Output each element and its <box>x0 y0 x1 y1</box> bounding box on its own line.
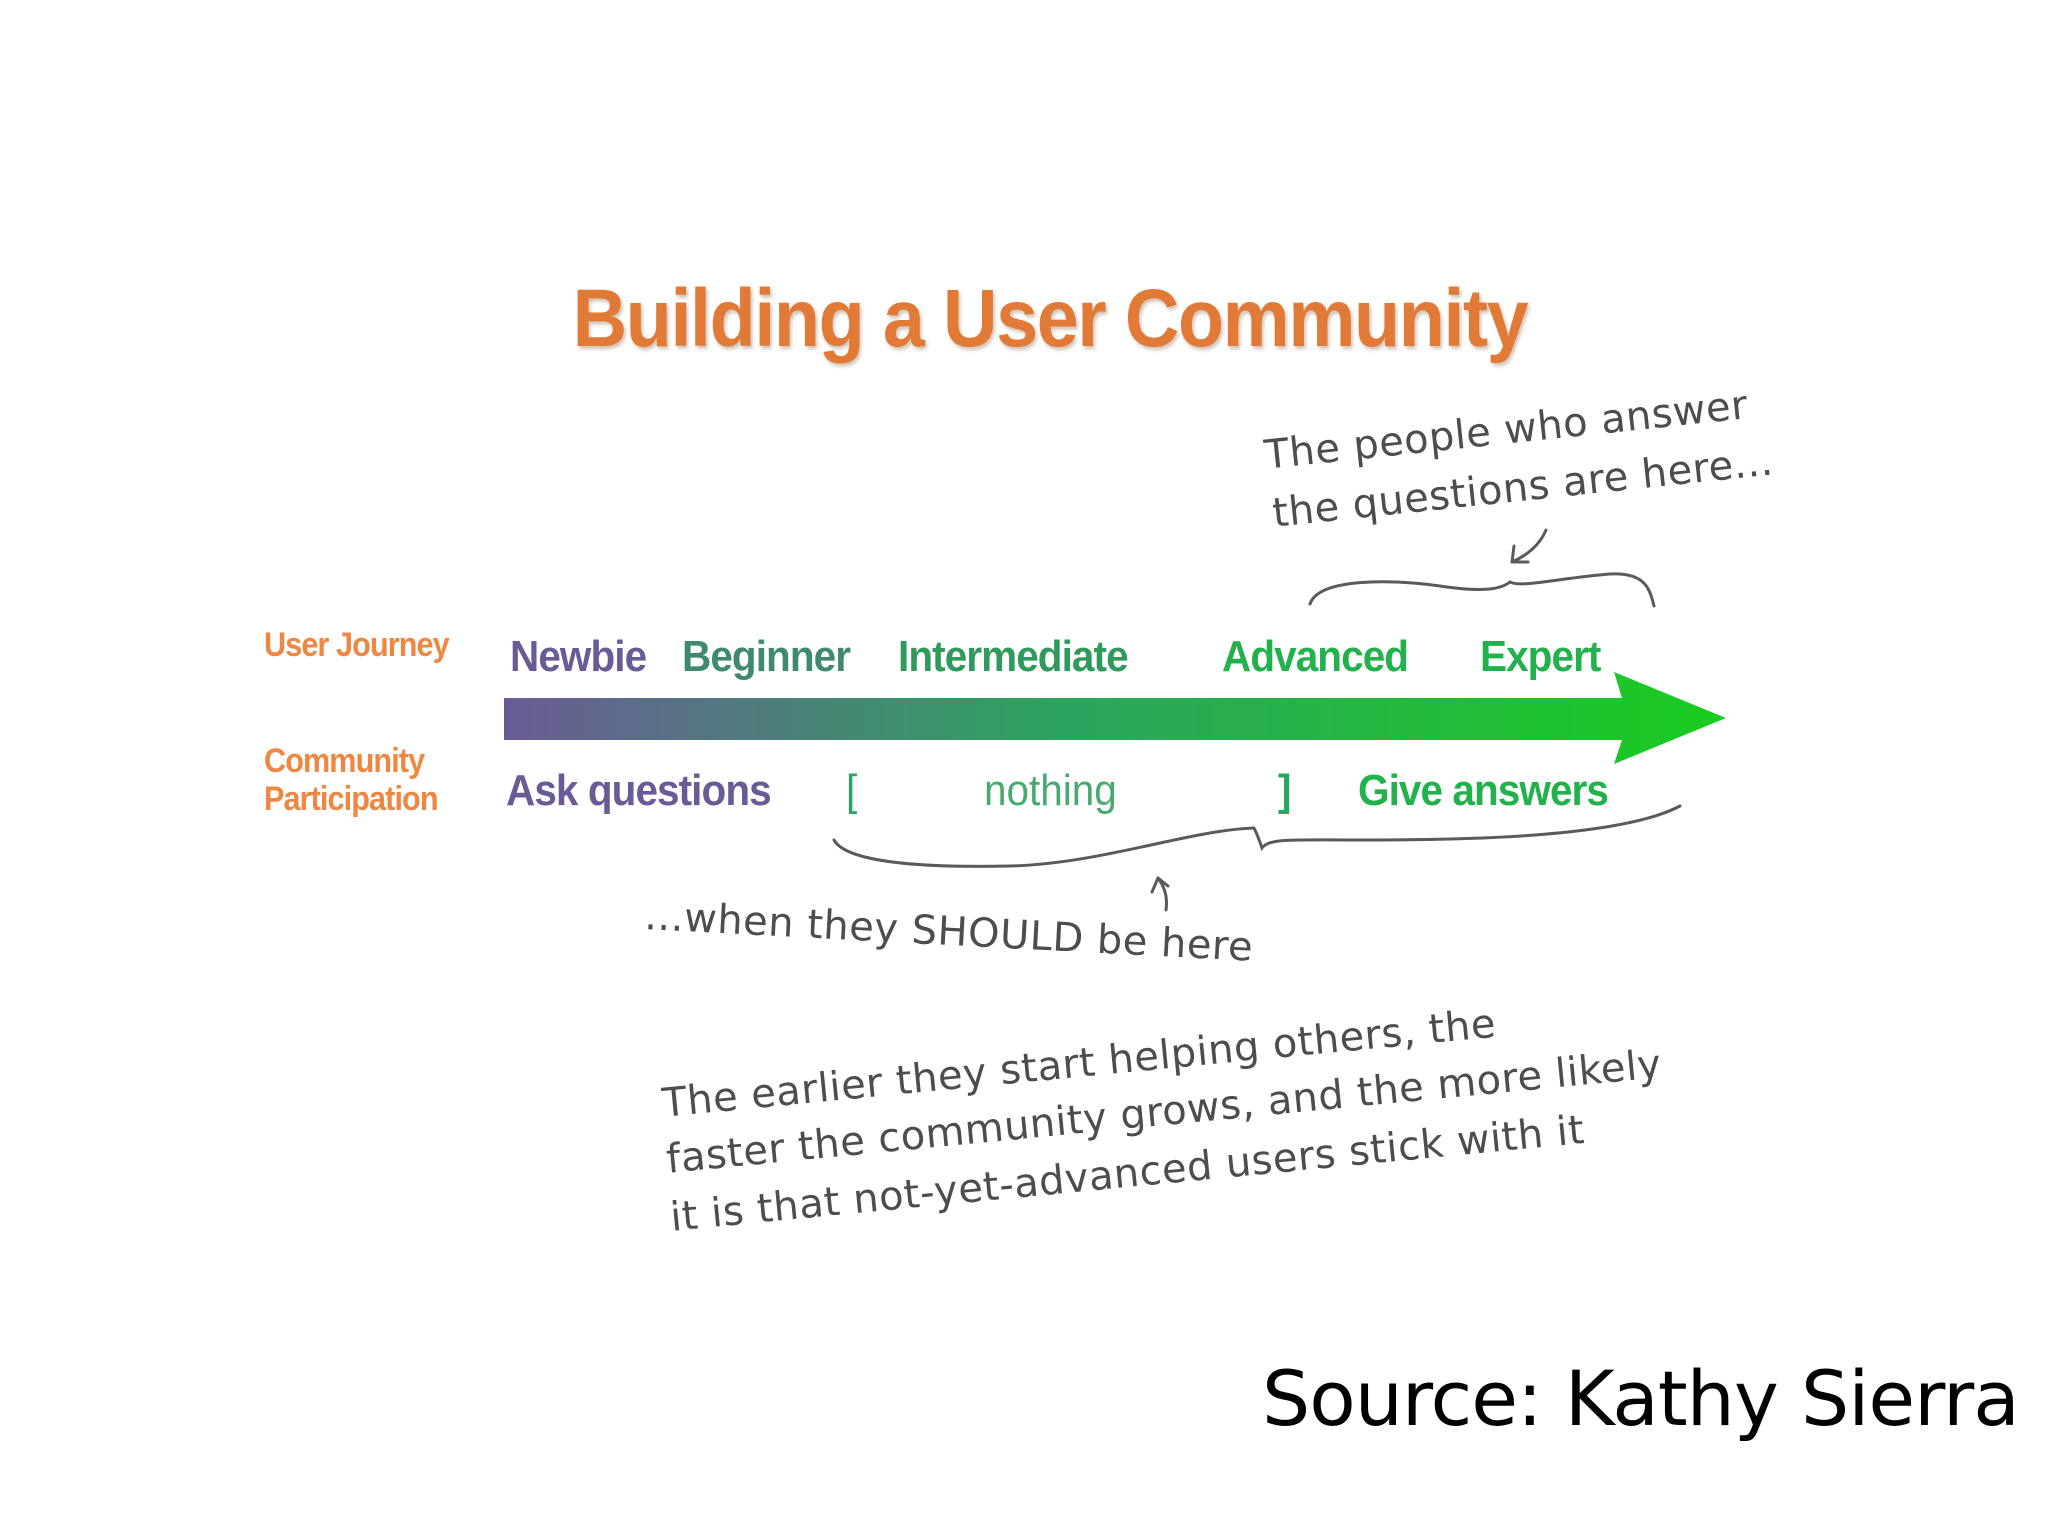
source-caption: Source: Kathy Sierra <box>1262 1354 2020 1443</box>
community-label-line1: Community <box>264 742 425 780</box>
stage-intermediate: Intermediate <box>898 632 1129 681</box>
nothing-text: nothing <box>984 766 1117 815</box>
up-arrow-icon <box>1150 876 1170 912</box>
give-answers-text: Give answers <box>1358 766 1609 815</box>
user-journey-label: User Journey <box>264 626 450 664</box>
stage-beginner: Beginner <box>682 632 851 681</box>
down-arrow-icon <box>1510 528 1548 564</box>
bottom-brace <box>832 804 1682 868</box>
close-bracket: ] <box>1278 766 1291 815</box>
stage-expert: Expert <box>1480 632 1601 681</box>
stage-advanced: Advanced <box>1222 632 1409 681</box>
ask-questions-text: Ask questions <box>506 766 772 815</box>
stage-newbie: Newbie <box>510 632 647 681</box>
top-brace <box>1308 572 1656 608</box>
open-bracket: [ <box>846 766 857 815</box>
journey-arrow <box>504 672 1726 764</box>
diagram-title: Building a User Community <box>572 273 1529 364</box>
community-label-line2: Participation <box>264 780 439 818</box>
